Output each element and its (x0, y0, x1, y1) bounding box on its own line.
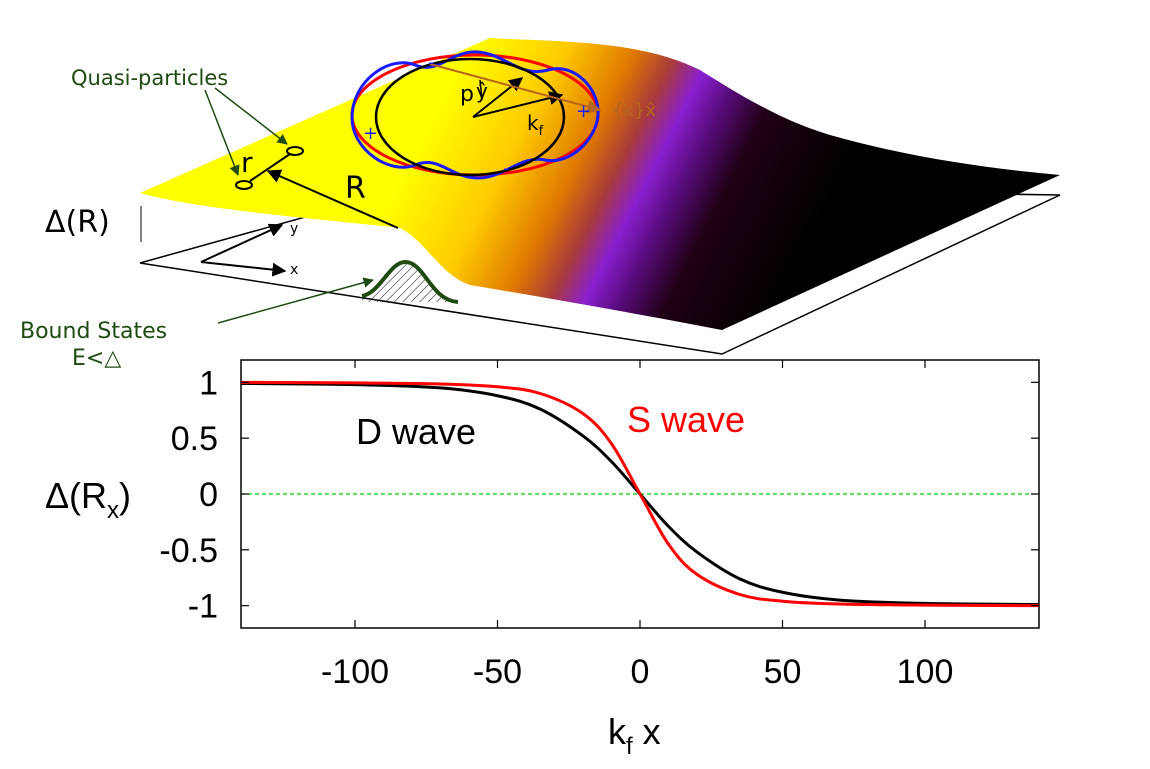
y-tick-label: 1 (199, 364, 218, 402)
x-tick-label: -50 (473, 653, 522, 691)
bound-state-bump (362, 262, 458, 302)
quasi-arrow-2 (214, 87, 288, 145)
axis-y-label: y (290, 221, 298, 237)
series-label-s-wave: S wave (627, 399, 745, 440)
axis-x-label: x (290, 262, 298, 278)
bound-state-curve (361, 259, 459, 304)
x-hat-vector (429, 63, 602, 114)
r-vector (249, 153, 291, 182)
x-tick-label: 50 (764, 653, 802, 691)
quasiparticles-label: Quasi-particles (71, 66, 228, 90)
plus-sign-right: + (576, 101, 591, 122)
y-hat-label: ŷ (476, 79, 488, 103)
axis-y-arrow (200, 223, 284, 263)
khat-label: {k}x̂ (612, 100, 656, 121)
p-label: p (460, 82, 474, 107)
bound-arrow (217, 277, 375, 324)
y-tick-label: -0.5 (159, 532, 218, 570)
R-vector (266, 169, 399, 229)
delta-label: Δ(R) (45, 205, 110, 240)
x-tick-label: -100 (321, 653, 389, 691)
y-tick-layer: 1 0.5 0 -0.5 -1 (159, 364, 1039, 626)
axis-x-arrow (200, 261, 287, 277)
d-wave-gap-curve (350, 50, 600, 180)
bound-states-label: Bound States (20, 319, 167, 344)
minus-sign-top: - (428, 52, 435, 73)
bound-energy-label: E<△ (72, 346, 121, 371)
order-parameter-surface (140, 38, 1060, 330)
series-layer (240, 380, 1040, 608)
fermi-circle (374, 57, 566, 177)
surface-plot: y x Δ(R) r R Quasi-particles Bound State… (20, 38, 1061, 371)
y-hat-vector (479, 79, 483, 101)
kf-vector (472, 91, 564, 118)
kf-label: kf (527, 111, 544, 139)
x-tick-layer: -100 -50 0 50 100 (321, 360, 953, 691)
x-axis-label: kf x (608, 711, 661, 760)
series-line-s-wave (240, 380, 1040, 608)
quasiparticle-2 (286, 146, 304, 156)
y-tick-label: -1 (188, 588, 218, 626)
y-tick-label: 0.5 (171, 420, 218, 458)
quasi-arrow-1 (204, 89, 240, 176)
y-tick-label: 0 (199, 476, 218, 514)
x-tick-label: 100 (897, 653, 954, 691)
minus-sign-bottom: - (503, 158, 510, 179)
x-tick-label: 0 (631, 653, 650, 691)
quasiparticle-1 (235, 180, 253, 190)
series-label-d-wave: D wave (356, 411, 476, 452)
R-label: R (345, 171, 366, 206)
plus-sign-left: + (363, 123, 378, 144)
p-vector (472, 77, 524, 118)
r-label: r (241, 146, 253, 179)
y-axis-label: Δ(Rx) (45, 475, 131, 524)
